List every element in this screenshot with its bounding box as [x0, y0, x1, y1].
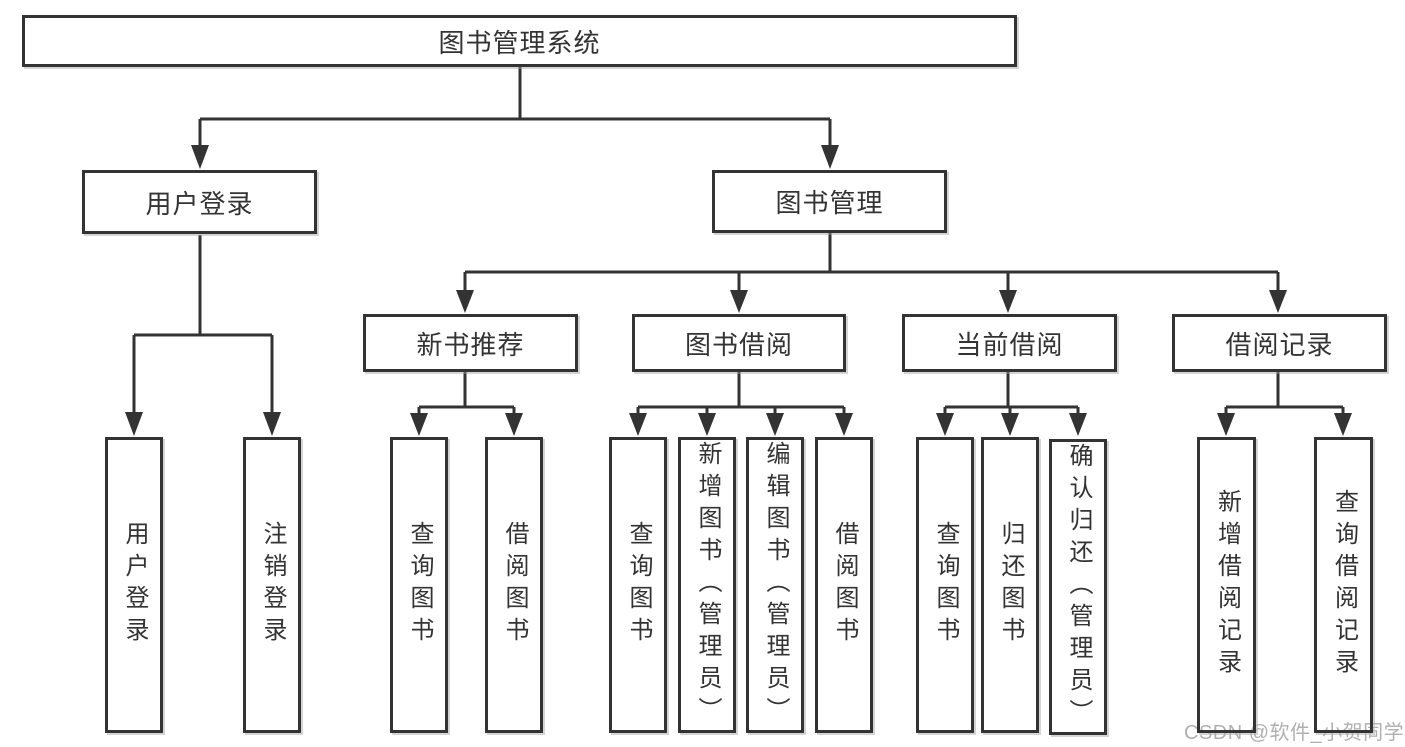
- leaf-new-books-1-label: 借阅图书: [501, 521, 528, 649]
- leaf-book-borrow-1: 新增图书（管理员）: [678, 437, 736, 733]
- leaf-borrow-record-1-label: 查询借阅记录: [1330, 489, 1358, 681]
- node-new-books: 新书推荐: [363, 314, 578, 372]
- leaf-current-borrow-2: 确认归还（管理员）: [1049, 439, 1107, 735]
- node-new-books-label: 新书推荐: [416, 329, 525, 360]
- node-user-login-label: 用户登录: [145, 188, 254, 219]
- leaf-new-books-0-label: 查询图书: [406, 521, 433, 649]
- node-root-label: 图书管理系统: [438, 27, 601, 58]
- leaf-current-borrow-0-label: 查询图书: [932, 521, 959, 649]
- leaf-user-login-0-label: 用户登录: [121, 521, 148, 649]
- leaf-new-books-0: 查询图书: [390, 437, 448, 733]
- node-borrow-record: 借阅记录: [1172, 314, 1387, 372]
- node-borrow-record-label: 借阅记录: [1225, 329, 1334, 360]
- leaf-current-borrow-0: 查询图书: [916, 437, 974, 733]
- leaf-current-borrow-1-label: 归还图书: [997, 521, 1024, 649]
- node-book-mgmt: 图书管理: [712, 170, 947, 233]
- leaf-borrow-record-1: 查询借阅记录: [1314, 437, 1373, 733]
- node-current-borrow-label: 当前借阅: [955, 329, 1064, 360]
- leaf-book-borrow-3-label: 借阅图书: [831, 521, 858, 649]
- leaf-current-borrow-2-label: 确认归还（管理员）: [1065, 443, 1092, 731]
- leaf-user-login-0: 用户登录: [105, 437, 163, 733]
- leaf-book-borrow-0-label: 查询图书: [625, 521, 652, 649]
- leaf-book-borrow-1-label: 新增图书（管理员）: [694, 441, 721, 729]
- leaf-borrow-record-0: 新增借阅记录: [1197, 437, 1256, 733]
- node-user-login: 用户登录: [82, 170, 317, 234]
- leaf-user-login-1: 注销登录: [243, 437, 301, 733]
- leaf-book-borrow-0: 查询图书: [609, 437, 667, 733]
- node-root: 图书管理系统: [22, 15, 1017, 67]
- node-book-mgmt-label: 图书管理: [775, 188, 884, 218]
- leaf-current-borrow-1: 归还图书: [981, 437, 1039, 733]
- node-book-borrow: 图书借阅: [632, 314, 846, 372]
- leaf-book-borrow-2-label: 编辑图书（管理员）: [762, 441, 789, 729]
- leaf-new-books-1: 借阅图书: [485, 437, 543, 733]
- leaf-user-login-1-label: 注销登录: [259, 521, 286, 649]
- leaf-borrow-record-0-label: 新增借阅记录: [1213, 489, 1241, 681]
- leaf-book-borrow-3: 借阅图书: [815, 437, 873, 733]
- node-book-borrow-label: 图书借阅: [684, 329, 793, 360]
- csdn-watermark: CSDN @软件_小贺同学: [1184, 722, 1405, 744]
- leaf-book-borrow-2: 编辑图书（管理员）: [746, 437, 804, 733]
- node-current-borrow: 当前借阅: [902, 314, 1117, 372]
